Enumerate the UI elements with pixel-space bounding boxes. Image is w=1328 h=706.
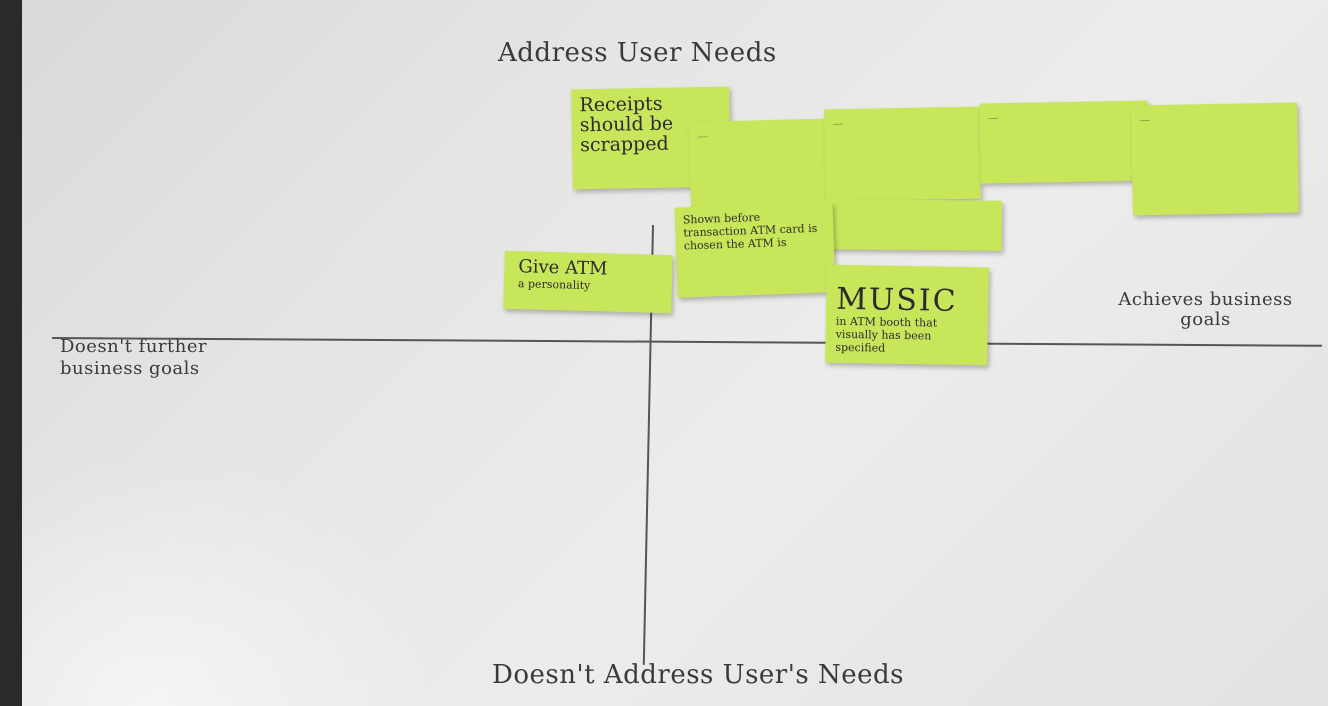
sticky-note-music-title: MUSIC	[835, 281, 958, 319]
sticky-note-center: Shown before transaction ATM card is cho…	[674, 202, 836, 298]
sticky-note-faded-2: —	[824, 106, 981, 202]
sticky-note-receipts-text: Receipts should be scrapped	[579, 92, 674, 157]
sticky-note-faded-4-text: —	[1139, 113, 1151, 127]
sticky-note-music: MUSIC in ATM booth that visually has bee…	[825, 264, 989, 366]
sticky-note-faded-3: —	[979, 100, 1149, 184]
axis-label-bottom: Doesn't Address User's Needs	[492, 660, 904, 690]
sticky-note-wide	[819, 199, 1003, 251]
sticky-note-give-atm: Give ATM a personality	[503, 250, 673, 314]
axis-label-left: Doesn't further business goals	[60, 336, 208, 379]
sticky-note-faded-3-text: —	[987, 111, 999, 125]
axis-label-top: Address User Needs	[498, 38, 777, 68]
sticky-note-give-atm-subtext: a personality	[517, 277, 591, 293]
sticky-note-faded-2-text: —	[832, 117, 844, 131]
axis-label-right: Achieves business goals	[1118, 289, 1293, 330]
sticky-note-music-subtext: in ATM booth that visually has been spec…	[835, 314, 938, 355]
sticky-note-faded-4: —	[1131, 102, 1299, 216]
sticky-note-center-text: Shown before transaction ATM card is cho…	[682, 210, 818, 253]
